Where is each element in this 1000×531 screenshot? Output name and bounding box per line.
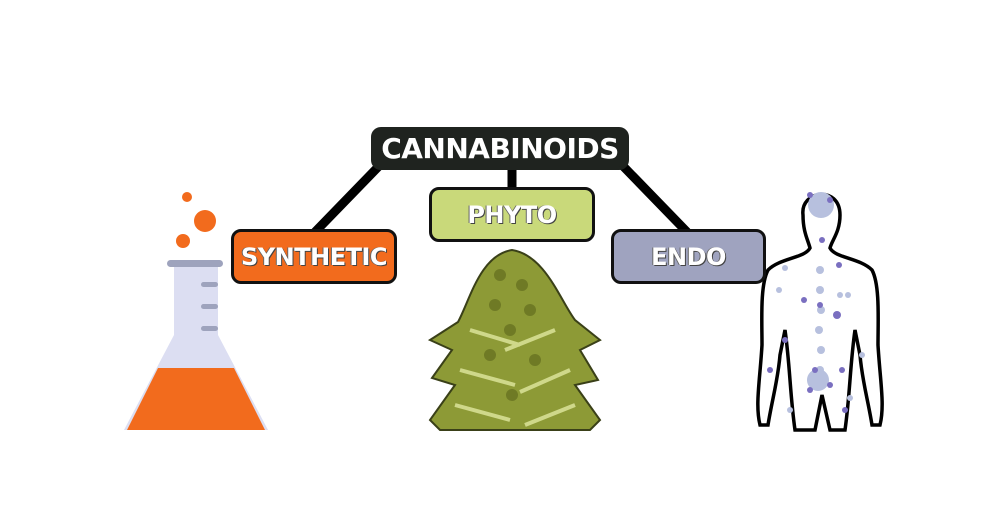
category-label-phyto: PHYTO: [467, 200, 557, 229]
category-label-synthetic: SYNTHETIC: [240, 242, 388, 271]
category-node-synthetic: SYNTHETIC: [231, 229, 397, 284]
cannabis-plant-icon: [427, 248, 602, 431]
root-node-cannabinoids: CANNABINOIDS: [371, 127, 629, 170]
flask-icon: [124, 192, 268, 430]
human-body-icon: [756, 192, 884, 432]
category-node-phyto: PHYTO: [429, 187, 595, 242]
category-node-endo: ENDO: [611, 229, 766, 284]
root-node-label: CANNABINOIDS: [381, 132, 619, 165]
category-label-endo: ENDO: [651, 242, 726, 271]
